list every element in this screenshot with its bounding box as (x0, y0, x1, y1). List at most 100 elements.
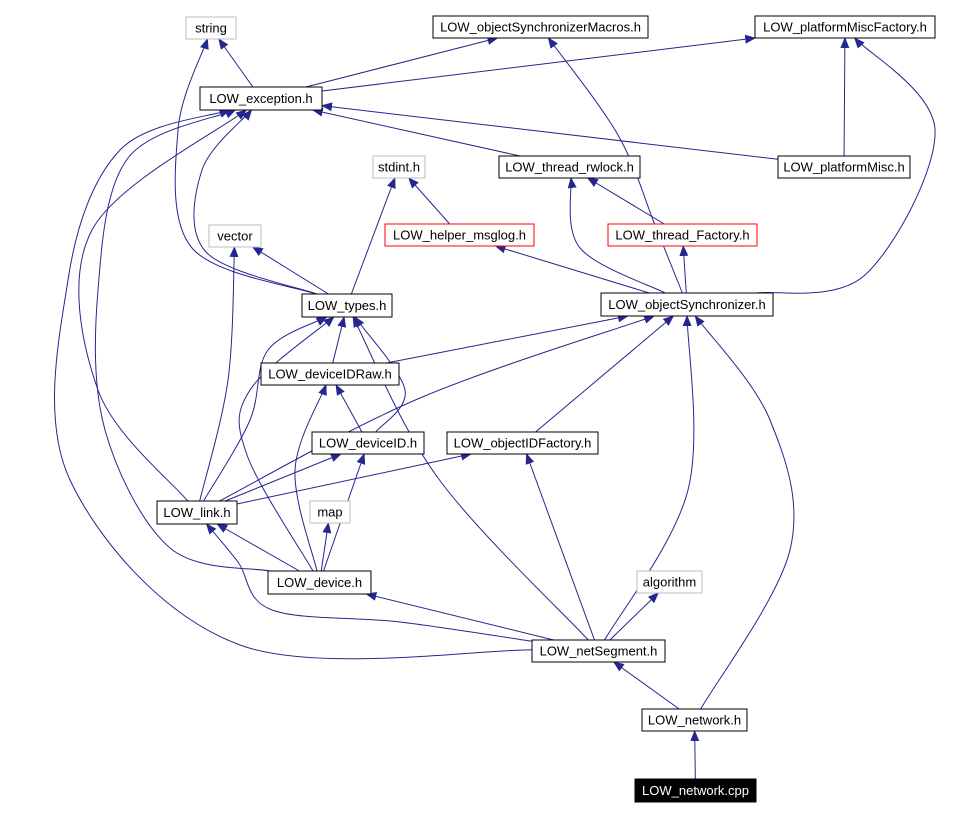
edge-tfactory-to-rwlock (586, 177, 665, 225)
edge-types-to-stdint (350, 177, 396, 295)
node-string-label: string (195, 21, 227, 36)
edge-exception-to-macros (305, 36, 499, 88)
edge-pm-to-pmf (840, 37, 850, 157)
node-tfactory[interactable]: LOW_thread_Factory.h (607, 223, 758, 247)
node-msglog-box[interactable] (384, 223, 535, 247)
node-devid[interactable]: LOW_deviceID.h (311, 431, 425, 455)
node-rwlock-box[interactable] (498, 155, 641, 179)
node-rwlock-label: LOW_thread_rwlock.h (505, 160, 634, 175)
edge-netseg-to-oidf (525, 453, 595, 641)
node-pm-box[interactable] (777, 155, 911, 179)
node-string-box (185, 16, 237, 40)
edge-device-to-exception (94, 109, 270, 572)
node-types-label: LOW_types.h (308, 298, 387, 313)
node-device[interactable]: LOW_device.h (267, 570, 372, 595)
edge-types-to-exception (193, 109, 317, 295)
node-stdint-box (372, 155, 426, 179)
node-oidf-label: LOW_objectIDFactory.h (454, 436, 592, 451)
node-devid-label: LOW_deviceID.h (319, 436, 417, 451)
edge-exception-to-pmf (321, 34, 757, 92)
node-types[interactable]: LOW_types.h (301, 293, 393, 318)
node-vector-box (208, 224, 262, 248)
edge-devid-to-idraw (335, 384, 363, 433)
edge-types-to-vector (251, 246, 329, 295)
edge-netseg-to-link (205, 523, 533, 642)
node-device-label: LOW_device.h (277, 575, 362, 590)
node-network[interactable]: LOW_network.h (641, 708, 748, 732)
node-osync-label: LOW_objectSynchronizer.h (608, 297, 766, 312)
node-algorithm: algorithm (636, 570, 703, 594)
node-osync-box[interactable] (600, 292, 774, 317)
node-pmf-label: LOW_platformMiscFactory.h (763, 20, 927, 35)
edge-device-to-map (320, 522, 332, 572)
edge-link-to-osync (219, 315, 656, 502)
edge-pm-to-exception (321, 102, 779, 160)
node-map: map (309, 500, 351, 524)
edge-osync-to-pmf (756, 37, 936, 294)
node-osync[interactable]: LOW_objectSynchronizer.h (600, 292, 774, 317)
node-cpp: LOW_network.cpp (634, 778, 757, 803)
edge-netseg-to-exception (54, 109, 533, 660)
node-macros-box[interactable] (432, 15, 649, 39)
node-idraw[interactable]: LOW_deviceIDRaw.h (260, 362, 400, 386)
node-oidf[interactable]: LOW_objectIDFactory.h (446, 431, 599, 455)
edge-netseg-to-types (352, 316, 589, 641)
node-pmf-box[interactable] (754, 15, 936, 39)
node-msglog-label: LOW_helper_msglog.h (393, 228, 526, 243)
edge-cpp-to-network (690, 730, 700, 780)
node-tfactory-box[interactable] (607, 223, 758, 247)
node-stdint-label: stdint.h (378, 160, 420, 175)
edge-device-to-link (216, 523, 300, 572)
edge-link-to-oidf (236, 451, 472, 505)
edge-network-to-netseg (612, 661, 680, 710)
node-tfactory-label: LOW_thread_Factory.h (615, 228, 749, 243)
node-exception[interactable]: LOW_exception.h (199, 86, 323, 111)
edge-types-to-string (174, 38, 317, 295)
node-exception-label: LOW_exception.h (209, 91, 312, 106)
node-oidf-box[interactable] (446, 431, 599, 455)
node-idraw-label: LOW_deviceIDRaw.h (268, 367, 392, 382)
node-rwlock[interactable]: LOW_thread_rwlock.h (498, 155, 641, 179)
node-macros[interactable]: LOW_objectSynchronizerMacros.h (432, 15, 649, 39)
node-devid-box[interactable] (311, 431, 425, 455)
node-netseg-box[interactable] (531, 639, 666, 663)
edge-osync-to-tfactory (679, 245, 689, 294)
node-pm-label: LOW_platformMisc.h (783, 160, 904, 175)
edge-idraw-to-types (332, 316, 347, 364)
node-netseg[interactable]: LOW_netSegment.h (531, 639, 666, 663)
node-string: string (185, 16, 237, 40)
node-exception-box[interactable] (199, 86, 323, 111)
edge-network-to-osync (694, 315, 795, 710)
node-algorithm-box (636, 570, 703, 594)
node-map-label: map (317, 505, 342, 520)
edge-oidf-to-osync (535, 315, 675, 433)
node-link[interactable]: LOW_link.h (156, 500, 238, 525)
edge-rwlock-to-exception (311, 107, 521, 157)
node-msglog[interactable]: LOW_helper_msglog.h (384, 223, 535, 247)
edge-link-to-vector (199, 246, 239, 502)
node-pm[interactable]: LOW_platformMisc.h (777, 155, 911, 179)
node-macros-label: LOW_objectSynchronizerMacros.h (440, 20, 641, 35)
edge-device-to-types (238, 316, 335, 572)
edges-layer (54, 34, 936, 780)
edge-device-to-idraw (294, 384, 327, 572)
node-map-box (309, 500, 351, 524)
edge-msglog-to-stdint (408, 177, 451, 225)
node-network-box[interactable] (641, 708, 748, 732)
edge-devid-to-types (354, 316, 406, 433)
node-vector-label: vector (217, 229, 253, 244)
node-cpp-label: LOW_network.cpp (642, 783, 749, 798)
node-link-box[interactable] (156, 500, 238, 525)
node-pmf[interactable]: LOW_platformMiscFactory.h (754, 15, 936, 39)
node-algorithm-label: algorithm (643, 575, 696, 590)
node-types-box[interactable] (301, 293, 393, 318)
edge-idraw-to-osync (386, 313, 629, 364)
node-idraw-box[interactable] (260, 362, 400, 386)
node-device-box[interactable] (267, 570, 372, 595)
node-vector: vector (208, 224, 262, 248)
edge-link-to-types (203, 316, 328, 502)
edge-osync-to-rwlock (567, 177, 666, 294)
